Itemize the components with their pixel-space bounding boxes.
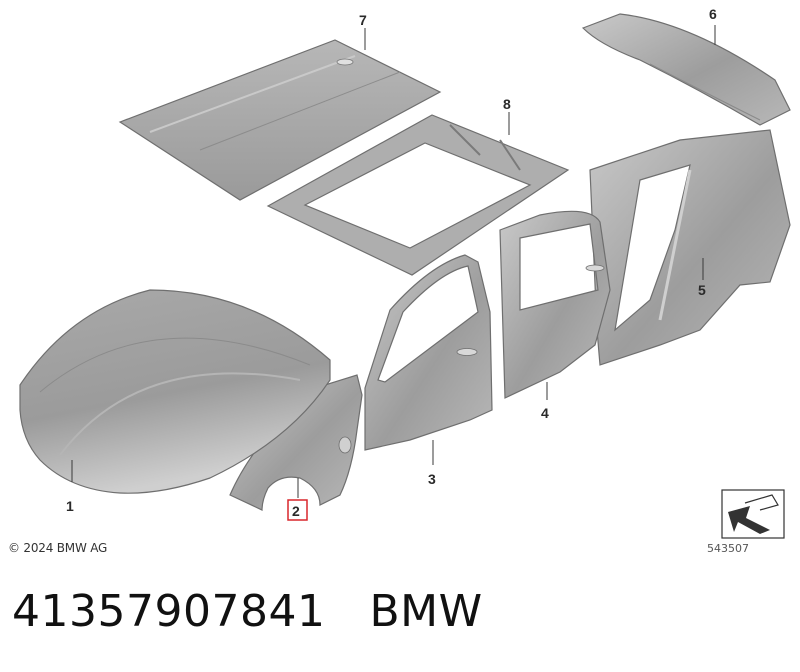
drawing-number: 543507 (707, 542, 749, 555)
roof-part[interactable] (118, 39, 442, 201)
callout-1[interactable]: 1 (66, 498, 74, 514)
hood-part[interactable] (19, 289, 331, 494)
trunk-lid-part[interactable] (581, 13, 791, 126)
callout-8[interactable]: 8 (503, 96, 511, 112)
callout-6[interactable]: 6 (709, 6, 717, 22)
brand-name: BMW (369, 586, 483, 637)
front-door-part[interactable] (364, 254, 493, 451)
side-frame-part[interactable] (589, 129, 791, 366)
rear-door-part[interactable] (499, 210, 611, 399)
footer-caption: 41357907841 BMW (12, 586, 483, 637)
callout-5[interactable]: 5 (698, 282, 706, 298)
callout-2-highlight-box (287, 499, 308, 521)
callout-7[interactable]: 7 (359, 12, 367, 28)
roof-frame-part[interactable] (266, 114, 570, 276)
part-number: 41357907841 (12, 586, 326, 637)
copyright-notice: © 2024 BMW AG (8, 541, 108, 555)
callout-3[interactable]: 3 (428, 471, 436, 487)
view-direction-icon (721, 489, 785, 539)
callout-4[interactable]: 4 (541, 405, 549, 421)
callout-2[interactable]: 2 (292, 503, 300, 519)
parts-diagram: 1 2 3 4 5 6 7 8 (19, 6, 791, 539)
